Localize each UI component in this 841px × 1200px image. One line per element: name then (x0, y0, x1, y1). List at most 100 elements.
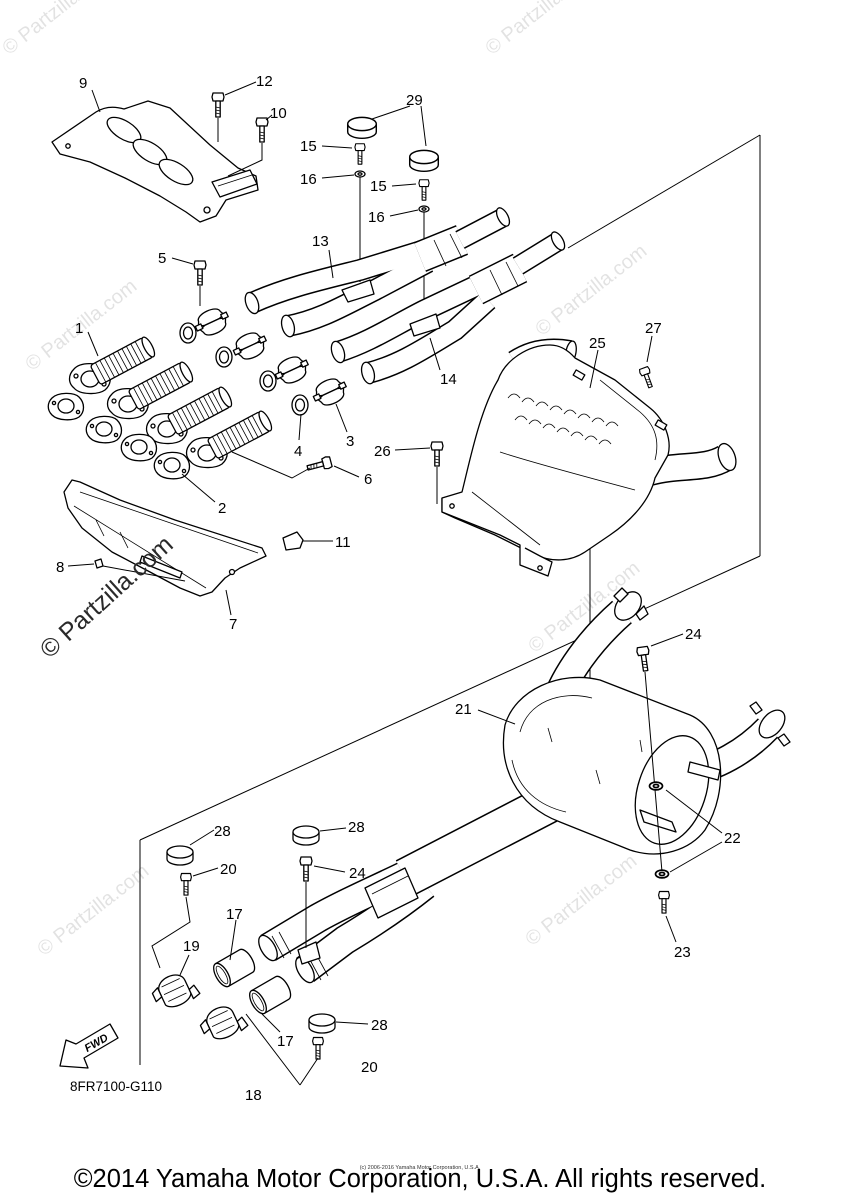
callout-7: 7 (229, 616, 237, 633)
callout-3: 3 (346, 433, 354, 450)
callout-13: 13 (312, 233, 329, 250)
callout-28a: 28 (214, 823, 231, 840)
part-bolt-5 (193, 260, 207, 286)
part-bolt-6 (305, 455, 334, 475)
part-grommet-22a (648, 781, 664, 791)
fwd-arrow-icon: FWD (59, 1023, 119, 1069)
part-clamp-3c (270, 351, 314, 389)
part-clamp-3a (190, 303, 234, 341)
callout-21: 21 (455, 701, 472, 718)
part-muffler-21 (502, 587, 791, 855)
part-cap-28b (292, 825, 320, 846)
callout-20b: 20 (361, 1059, 378, 1076)
part-bolt-27 (638, 365, 656, 390)
callout-27: 27 (645, 320, 662, 337)
callout-5: 5 (158, 250, 166, 267)
part-grommet-22b (654, 869, 670, 879)
part-washer-16a (354, 170, 366, 178)
part-screw-8 (94, 558, 186, 582)
callout-25: 25 (589, 335, 606, 352)
callout-15b: 15 (370, 178, 387, 195)
callout-19: 19 (183, 938, 200, 955)
callout-23: 23 (674, 944, 691, 961)
part-sleeve-17b (245, 973, 295, 1017)
callout-26: 26 (374, 443, 391, 460)
diagram-code: 8FR7100-G110 (70, 1079, 162, 1094)
part-bolt-24a (635, 645, 653, 673)
frame-lines (139, 134, 761, 1065)
leader-line (644, 671, 663, 873)
part-clamp-3b (228, 327, 272, 365)
part-bolt-10 (255, 117, 269, 143)
callout-14: 14 (440, 371, 457, 388)
part-washer-16b (418, 205, 430, 213)
part-gasket-2d (153, 451, 191, 480)
leader-line (231, 451, 311, 479)
part-cap-29a (346, 116, 378, 140)
part-ring-4b (215, 346, 233, 368)
callout-8: 8 (56, 559, 64, 576)
part-muffler-25 (441, 338, 737, 577)
callout-24a: 24 (685, 626, 702, 643)
part-gasket-2b (85, 415, 123, 444)
callout-16b: 16 (368, 209, 385, 226)
part-ring-4c (259, 370, 277, 392)
fwd-label: FWD (83, 1032, 111, 1055)
part-exhaust-pipe-14 (330, 231, 566, 385)
part-clamp-19 (148, 966, 202, 1015)
part-cap-28a (166, 845, 194, 866)
callout-labels: 9 12 10 29 15 16 15 16 13 5 1 25 27 14 3… (56, 73, 741, 1104)
callout-10: 10 (270, 105, 287, 122)
callout-20a: 20 (220, 861, 237, 878)
part-bolt-15a (354, 143, 366, 165)
part-cap-28c (308, 1013, 336, 1034)
part-bolt-15b (418, 179, 430, 201)
callout-17b: 17 (277, 1033, 294, 1050)
callout-11: 11 (335, 534, 351, 551)
callout-17a: 17 (226, 906, 243, 923)
leader-line (151, 896, 191, 969)
part-clamp-18 (196, 998, 250, 1047)
leader-line (245, 1013, 319, 1086)
callout-22: 22 (724, 830, 741, 847)
callout-leaders (67, 81, 723, 1033)
leader-line (227, 143, 263, 177)
callout-12: 12 (256, 73, 273, 90)
copyright: ©2014 Yamaha Motor Corporation, U.S.A. A… (74, 1165, 767, 1193)
callout-18: 18 (245, 1087, 262, 1104)
callout-16a: 16 (300, 171, 317, 188)
part-bolt-12 (211, 92, 225, 118)
callout-2: 2 (218, 500, 226, 517)
part-ring-4d (291, 394, 309, 416)
part-exhaust-pipe-13 (244, 207, 511, 338)
part-clip-11 (282, 531, 304, 551)
part-bolt-20b (312, 1036, 324, 1060)
part-gasket-2c (120, 433, 158, 462)
callout-4: 4 (294, 443, 302, 460)
part-bolt-20a (180, 872, 192, 896)
part-heat-shield-9 (51, 100, 259, 223)
callout-6: 6 (364, 471, 372, 488)
part-clamp-3d (308, 373, 352, 411)
callout-1: 1 (75, 320, 83, 337)
fine-print: (c) 2006-2016 Yamaha Motor Corporation, … (360, 1165, 481, 1171)
part-lower-pipe (258, 772, 585, 984)
callout-28c: 28 (371, 1017, 388, 1034)
part-sleeve-17a (209, 946, 259, 990)
callout-24b: 24 (349, 865, 366, 882)
watermark: © Partzilla.com (0, 0, 118, 59)
part-ring-4a (179, 322, 197, 344)
watermark-main: © Partzilla.com (35, 530, 179, 664)
callout-9: 9 (79, 75, 87, 92)
callout-15a: 15 (300, 138, 317, 155)
callout-28b: 28 (348, 819, 365, 836)
part-cover-7 (63, 479, 267, 597)
part-bolt-24b (299, 856, 313, 882)
watermark: © Partzilla.com (33, 860, 153, 960)
part-bolt-26 (430, 441, 444, 467)
part-bolt-23 (658, 890, 670, 914)
watermark: © Partzilla.com (521, 850, 641, 950)
part-gasket-2a (47, 392, 85, 421)
part-cap-29b (408, 149, 440, 173)
